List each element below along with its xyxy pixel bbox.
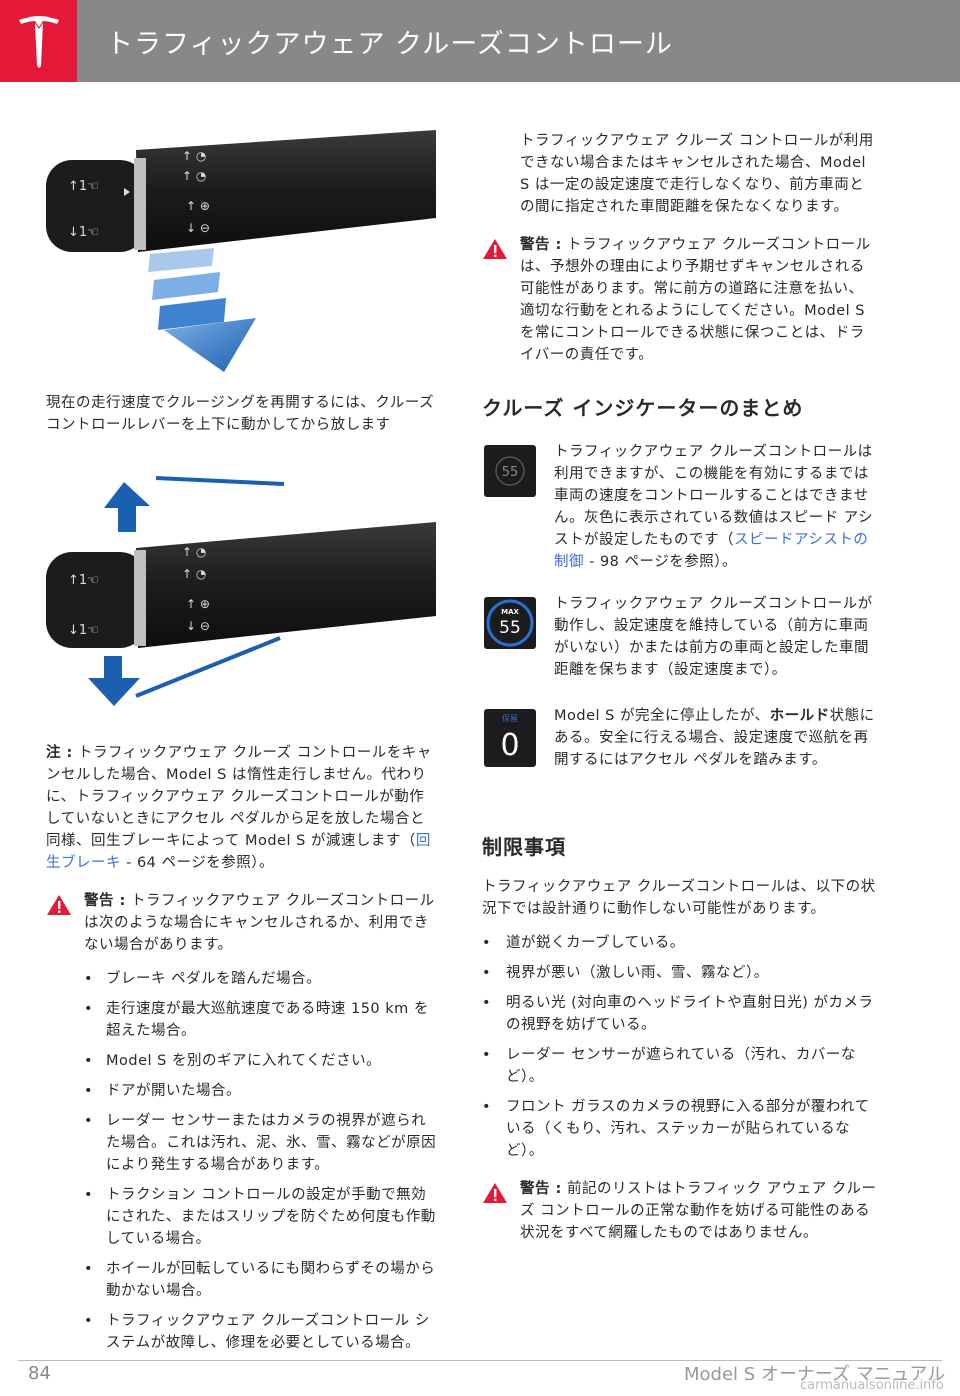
warning-text: トラフィックアウェア クルーズコントロールは、予想外の理由により予期せずキャンセ… <box>520 237 871 363</box>
indicator-available-text: トラフィックアウェア クルーズコントロールは利用できますが、この機能を有効にする… <box>554 444 874 570</box>
list-item: 走行速度が最大巡航速度である時速 150 km を超えた場合。 <box>84 998 438 1042</box>
section-title-limitations: 制限事項 <box>482 835 566 859</box>
warning-cancel: 警告 : トラフィックアウェア クルーズコントロールは次のような場合にキャンセル… <box>46 890 438 956</box>
page-title: トラフィックアウェア クルーズコントロール <box>106 29 673 60</box>
indicator-active: MAX 55 トラフィックアウェア クルーズコントロールが動作し、設定速度を維持… <box>482 593 878 685</box>
section-title-indicators: クルーズ インジケーターのまとめ <box>482 396 804 420</box>
footer-divider <box>18 1360 942 1361</box>
list-item: 明るい光 (対向車のヘッドライトや直射日光) がカメラの視野を妨げている。 <box>482 992 878 1036</box>
svg-text:↑1☜: ↑1☜ <box>68 179 99 194</box>
svg-text:↓ ⊖: ↓ ⊖ <box>186 221 210 235</box>
warning-unexpected-cancel: 警告 : トラフィックアウェア クルーズコントロールは、予想外の理由により予期せ… <box>482 234 878 366</box>
svg-text:↑ ◔: ↑ ◔ <box>182 567 206 581</box>
list-item: レーダー センサーが遮られている（汚れ、カバーなど）。 <box>482 1044 878 1088</box>
speed-indicator-hold-icon: 保留 0 <box>484 709 536 767</box>
warning-text: トラフィックアウェア クルーズコントロールは次のような場合にキャンセルされるか、… <box>84 893 435 953</box>
warning-triangle-icon <box>483 239 507 259</box>
svg-text:↓1☜: ↓1☜ <box>68 225 99 240</box>
warning-triangle-icon <box>483 1183 507 1203</box>
warning-label: 警告 : <box>520 237 562 253</box>
page-number: 84 <box>28 1363 51 1384</box>
svg-text:0: 0 <box>500 728 519 763</box>
note-paragraph: 注 : トラフィックアウェア クルーズ コントロールをキャンセルした場合、Mod… <box>46 742 438 874</box>
manual-title: Model S オーナーズ マニュアル <box>684 1364 946 1385</box>
tesla-logo-icon <box>18 16 59 68</box>
svg-text:55: 55 <box>502 465 519 480</box>
regen-brake-link[interactable]: 回生ブレーキ <box>46 833 431 871</box>
indicator-hold-text: Model S が完全に停止したが、ホールド状態にある。安全に行える場合、設定速… <box>554 708 875 768</box>
speed-indicator-gray-icon: 55 <box>484 445 536 497</box>
speed-indicator-max-icon: MAX 55 <box>484 597 536 649</box>
limitations-list: 道が鋭くカーブしている。 視界が悪い（激しい雨、雪、霧など）。 明るい光 (対向… <box>482 932 878 1162</box>
list-item: 道が鋭くカーブしている。 <box>482 932 878 954</box>
svg-text:↑1☜: ↑1☜ <box>68 573 99 588</box>
svg-text:↑ ⊕: ↑ ⊕ <box>186 199 210 213</box>
svg-text:↑ ◔: ↑ ◔ <box>182 149 206 163</box>
cruise-lever-resume-illustration: ↑1☜ ↓1☜ ↑ ◔ ↑ ◔ ↑ ⊕ ↓ ⊖ <box>46 130 436 372</box>
list-item: ホイールが回転しているにも関わらずその場から動かない場合。 <box>84 1258 438 1302</box>
warning-text: 前記のリストはトラフィック アウェア クルーズ コントロールの正常な動作を妨げる… <box>520 1181 877 1241</box>
cancel-conditions-list: ブレーキ ペダルを踏んだ場合。 走行速度が最大巡航速度である時速 150 km … <box>46 968 438 1354</box>
svg-text:↑ ◔: ↑ ◔ <box>182 169 206 183</box>
svg-text:↑ ◔: ↑ ◔ <box>182 545 206 559</box>
speed-assist-link[interactable]: スピードアシストの制御 <box>554 532 869 570</box>
list-item: トラフィックアウェア クルーズコントロール システムが故障し、修理を必要としてい… <box>84 1310 438 1354</box>
limitations-intro: トラフィックアウェア クルーズコントロールは、以下の状況下では設計通りに動作しな… <box>482 879 876 917</box>
list-item: フロント ガラスのカメラの視野に入る部分が覆われている（くもり、汚れ、ステッカー… <box>482 1096 878 1162</box>
svg-text:↓1☜: ↓1☜ <box>68 623 99 638</box>
indicator-available: 55 トラフィックアウェア クルーズコントロールは利用できますが、この機能を有効… <box>482 441 878 573</box>
warning-triangle-icon <box>47 895 71 915</box>
svg-text:↓ ⊖: ↓ ⊖ <box>186 619 210 633</box>
indicator-active-text: トラフィックアウェア クルーズコントロールが動作し、設定速度を維持している（前方… <box>554 596 873 678</box>
svg-text:↑ ⊕: ↑ ⊕ <box>186 597 210 611</box>
svg-text:保留: 保留 <box>502 713 518 723</box>
tesla-logo <box>0 0 77 82</box>
note-label: 注 : <box>46 745 73 761</box>
warning-label: 警告 : <box>520 1181 562 1197</box>
cruise-lever-updown-illustration: ↑1☜ ↓1☜ ↑ ◔ ↑ ◔ ↑ ⊕ ↓ ⊖ <box>46 476 436 706</box>
caption-resume: 現在の走行速度でクルージングを再開するには、クルーズコントロールレバーを上下に動… <box>46 395 435 433</box>
left-column: ↑1☜ ↓1☜ ↑ ◔ ↑ ◔ ↑ ⊕ ↓ ⊖ 現在の走行速度でクルージングを再… <box>46 130 438 1362</box>
list-item: ブレーキ ペダルを踏んだ場合。 <box>84 968 438 990</box>
indicator-hold: 保留 0 Model S が完全に停止したが、ホールド状態にある。安全に行える場… <box>482 705 878 797</box>
hold-label: ホールド <box>769 708 830 724</box>
right-column: トラフィックアウェア クルーズ コントロールが利用できない場合またはキャンセルさ… <box>482 130 878 1244</box>
list-item: ドアが開いた場合。 <box>84 1080 438 1102</box>
warning-label: 警告 : <box>84 893 126 909</box>
svg-text:MAX: MAX <box>501 608 519 616</box>
svg-text:55: 55 <box>499 618 521 638</box>
warning-not-exhaustive: 警告 : 前記のリストはトラフィック アウェア クルーズ コントロールの正常な動… <box>482 1178 878 1244</box>
unavailable-paragraph: トラフィックアウェア クルーズ コントロールが利用できない場合またはキャンセルさ… <box>520 133 874 215</box>
list-item: レーダー センサーまたはカメラの視界が遮られた場合。これは汚れ、泥、氷、雪、霧な… <box>84 1110 438 1176</box>
watermark: carmanualsonline.info <box>800 1378 944 1393</box>
note-page-ref: - 64 ページを参照）。 <box>121 855 274 871</box>
list-item: トラクション コントロールの設定が手動で無効にされた、またはスリップを防ぐため何… <box>84 1184 438 1250</box>
page-header: トラフィックアウェア クルーズコントロール <box>0 0 960 82</box>
note-text: トラフィックアウェア クルーズ コントロールをキャンセルした場合、Model S… <box>46 745 432 849</box>
list-item: Model S を別のギアに入れてください。 <box>84 1050 438 1072</box>
list-item: 視界が悪い（激しい雨、雪、霧など）。 <box>482 962 878 984</box>
